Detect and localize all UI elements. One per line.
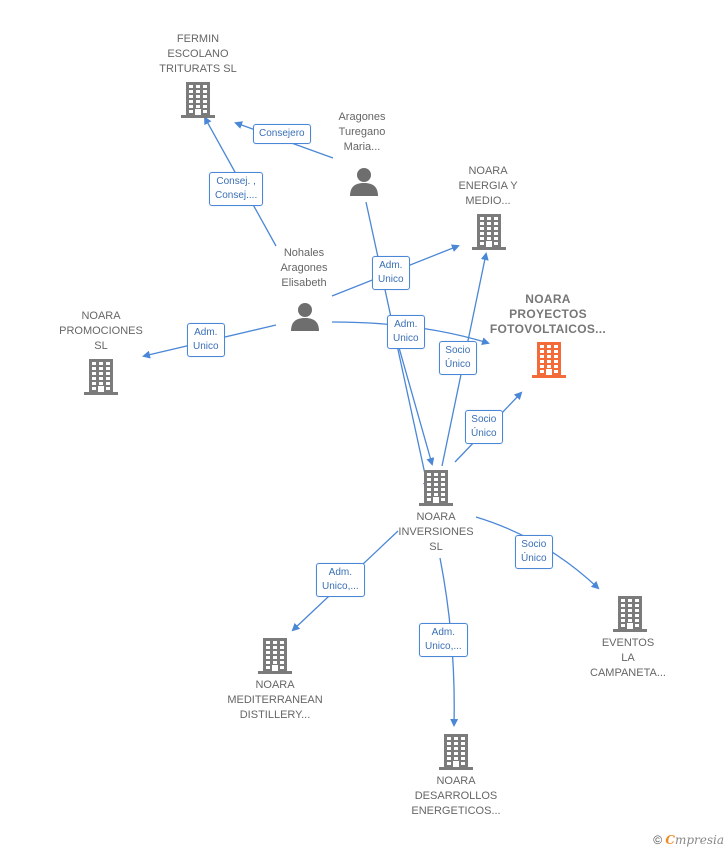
copyright-symbol: ©: [653, 833, 663, 847]
node-label: NOARA ENERGIA Y MEDIO...: [458, 165, 518, 207]
node-eventos[interactable]: EVENTOS LA CAMPANETA...: [578, 596, 678, 684]
building-icon: [613, 596, 647, 632]
node-label: Aragones Turegano Maria...: [338, 111, 386, 153]
relation-badge-adm-unico-multi[interactable]: Adm. Unico,...: [419, 623, 468, 657]
building-icon: [419, 470, 453, 506]
brand-logo-initial: C: [665, 833, 675, 847]
relation-badge-socio-unico[interactable]: Socio Único: [465, 410, 503, 444]
node-noara-energia[interactable]: NOARA ENERGIA Y MEDIO...: [438, 164, 538, 252]
relation-badge-consej[interactable]: Consej. , Consej....: [209, 172, 264, 206]
node-label: NOARA INVERSIONES SL: [398, 511, 474, 553]
copyright-footer: © Cmpresia: [653, 833, 724, 847]
person-icon: [291, 303, 319, 331]
relation-badge-socio-unico[interactable]: Socio Único: [515, 535, 553, 569]
node-label: EVENTOS LA CAMPANETA...: [590, 637, 666, 679]
building-icon: [532, 342, 566, 378]
node-label: Nohales Aragones Elisabeth: [280, 247, 328, 289]
node-label: FERMIN ESCOLANO TRITURATS SL: [159, 33, 237, 75]
building-icon: [181, 82, 215, 118]
node-label: NOARA PROYECTOS FOTOVOLTAICOS...: [489, 292, 607, 336]
node-label: NOARA DESARROLLOS ENERGETICOS...: [411, 775, 501, 817]
node-noara-proyectos[interactable]: NOARA PROYECTOS FOTOVOLTAICOS...: [478, 292, 618, 380]
building-icon: [258, 638, 292, 674]
edge-nohales-inversiones: [393, 329, 435, 466]
node-label: NOARA MEDITERRANEAN DISTILLERY...: [227, 679, 323, 721]
person-icon: [350, 168, 378, 196]
building-icon: [472, 214, 506, 250]
node-aragones[interactable]: Aragones Turegano Maria...: [322, 110, 402, 198]
building-icon: [84, 359, 118, 395]
node-fermin[interactable]: FERMIN ESCOLANO TRITURATS SL: [148, 32, 248, 122]
relation-badge-adm-unico[interactable]: Adm. Unico: [187, 323, 225, 357]
node-noara-promociones[interactable]: NOARA PROMOCIONES SL: [46, 309, 156, 397]
relation-badge-adm-unico-multi[interactable]: Adm. Unico,...: [316, 563, 365, 597]
node-noara-inversiones[interactable]: NOARA INVERSIONES SL: [386, 470, 486, 558]
node-noara-desarrollos[interactable]: NOARA DESARROLLOS ENERGETICOS...: [396, 734, 516, 822]
building-icon: [439, 734, 473, 770]
relation-badge-consejero[interactable]: Consejero: [253, 124, 311, 144]
node-nohales[interactable]: Nohales Aragones Elisabeth: [262, 246, 346, 334]
brand-logo-text: mpresia: [674, 833, 724, 847]
node-label: NOARA PROMOCIONES SL: [59, 310, 143, 352]
relation-badge-adm-unico[interactable]: Adm. Unico: [387, 315, 425, 349]
relation-badge-socio-unico[interactable]: Socio Único: [439, 341, 477, 375]
node-noara-mediterranean[interactable]: NOARA MEDITERRANEAN DISTILLERY...: [212, 638, 338, 726]
relation-badge-adm-unico[interactable]: Adm. Unico: [372, 256, 410, 290]
